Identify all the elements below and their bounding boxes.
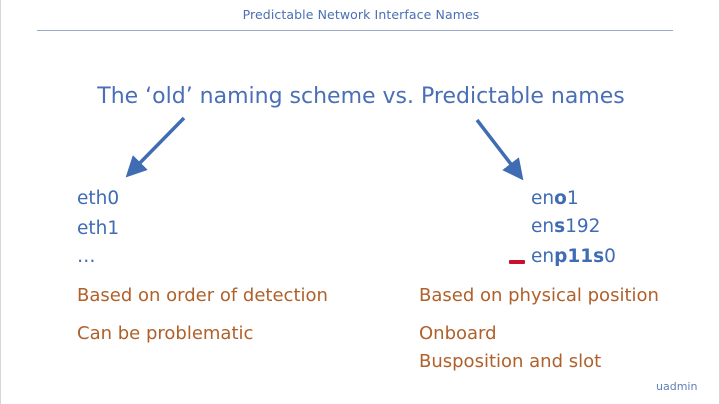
name-bus-letter: p [554,246,568,267]
slide-subtitle: The ‘old’ naming scheme vs. Predictable … [97,84,625,109]
old-name-eth1: eth1 [77,218,120,239]
right-arrow-icon [475,118,524,181]
name-slot-number: 0 [604,246,616,267]
left-arrow-icon [125,116,186,178]
predictable-busposition: Busposition and slot [419,351,602,372]
name-index: 192 [565,216,601,237]
predictable-scheme-description: Based on physical position [419,285,659,306]
watermark-text: uadmin [656,380,698,393]
name-prefix: en [531,216,555,237]
old-name-eth0: eth0 [77,188,120,209]
name-slot-letter: s [593,246,605,267]
predictable-name-ens192: ens192 [531,216,600,237]
highlight-marker [509,260,525,264]
predictable-name-eno1: eno1 [531,188,579,209]
name-type-letter: o [554,188,567,209]
old-scheme-drawback: Can be problematic [77,323,254,344]
name-prefix: en [531,246,555,267]
old-scheme-description: Based on order of detection [77,285,328,306]
slide-header-title: Predictable Network Interface Names [242,7,480,22]
predictable-onboard: Onboard [419,323,497,344]
old-name-ellipsis: … [77,246,96,267]
predictable-name-enp11s0: enp11s0 [531,246,616,267]
name-bus-number: 11 [567,246,594,267]
name-type-letter: s [554,216,566,237]
header-divider [37,30,673,31]
name-index: 1 [566,188,579,209]
name-prefix: en [531,188,555,209]
